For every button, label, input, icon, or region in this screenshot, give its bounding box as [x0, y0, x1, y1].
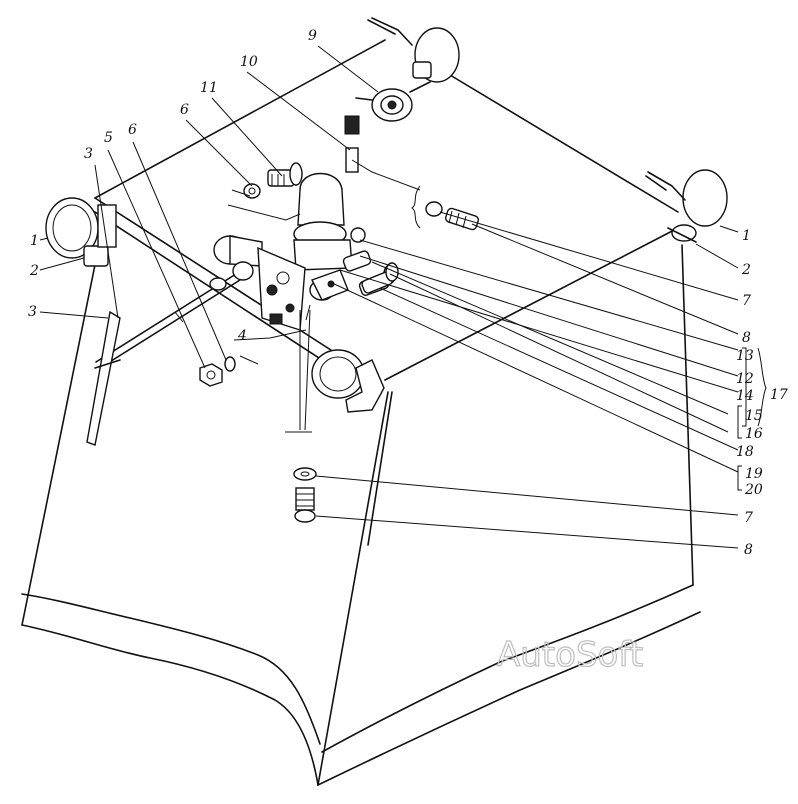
callout-20: 20: [744, 482, 763, 498]
callout-8-upper: 8: [742, 330, 751, 346]
callout-4: 4: [237, 328, 247, 344]
mirror-front-centre: [311, 349, 385, 413]
nut-and-washer-lower-left: [199, 356, 236, 387]
callout-19: 19: [745, 466, 763, 482]
callout-15: 15: [745, 408, 763, 424]
lower-washer-and-bolt: [293, 467, 317, 523]
callout-12: 12: [736, 371, 754, 387]
cab-body-outline: [21, 39, 701, 786]
callout-1-left: 1: [30, 233, 39, 249]
callout-2-right: 2: [741, 262, 751, 278]
wiper-motor-assembly: [86, 172, 397, 446]
callout-11: 11: [200, 80, 218, 96]
assembly-guides: [227, 159, 421, 433]
callout-5: 5: [104, 130, 113, 146]
callout-numbers: 1 2 3 3 5 6 6 11 10 9 4 1 2 7 8 13 12 14…: [28, 28, 788, 558]
callout-10: 10: [240, 54, 258, 70]
horn-assembly: [344, 81, 431, 135]
mirror-top-right: [367, 17, 460, 83]
callout-6-left: 6: [128, 122, 137, 138]
callout-7-upper: 7: [742, 293, 751, 309]
callout-16: 16: [745, 426, 763, 442]
callout-8-lower: 8: [744, 542, 753, 558]
callout-3-top: 3: [84, 146, 93, 162]
mirror-right: [645, 169, 728, 243]
callout-14: 14: [736, 388, 754, 404]
callout-18: 18: [736, 444, 754, 460]
bolt-and-washer-upper-left: [243, 162, 303, 199]
callout-13: 13: [736, 348, 754, 364]
callout-9: 9: [308, 28, 317, 44]
callout-17: 17: [770, 387, 788, 403]
callout-6-upper: 6: [180, 102, 189, 118]
leader-lines: [39, 45, 767, 549]
callout-1-right: 1: [742, 228, 751, 244]
callout-3-left: 3: [28, 304, 37, 320]
callout-7-lower: 7: [744, 510, 753, 526]
callout-2-left: 2: [29, 263, 39, 279]
watermark: AutoSoft: [497, 635, 643, 675]
bolt-and-washer-upper-right: [425, 201, 480, 231]
